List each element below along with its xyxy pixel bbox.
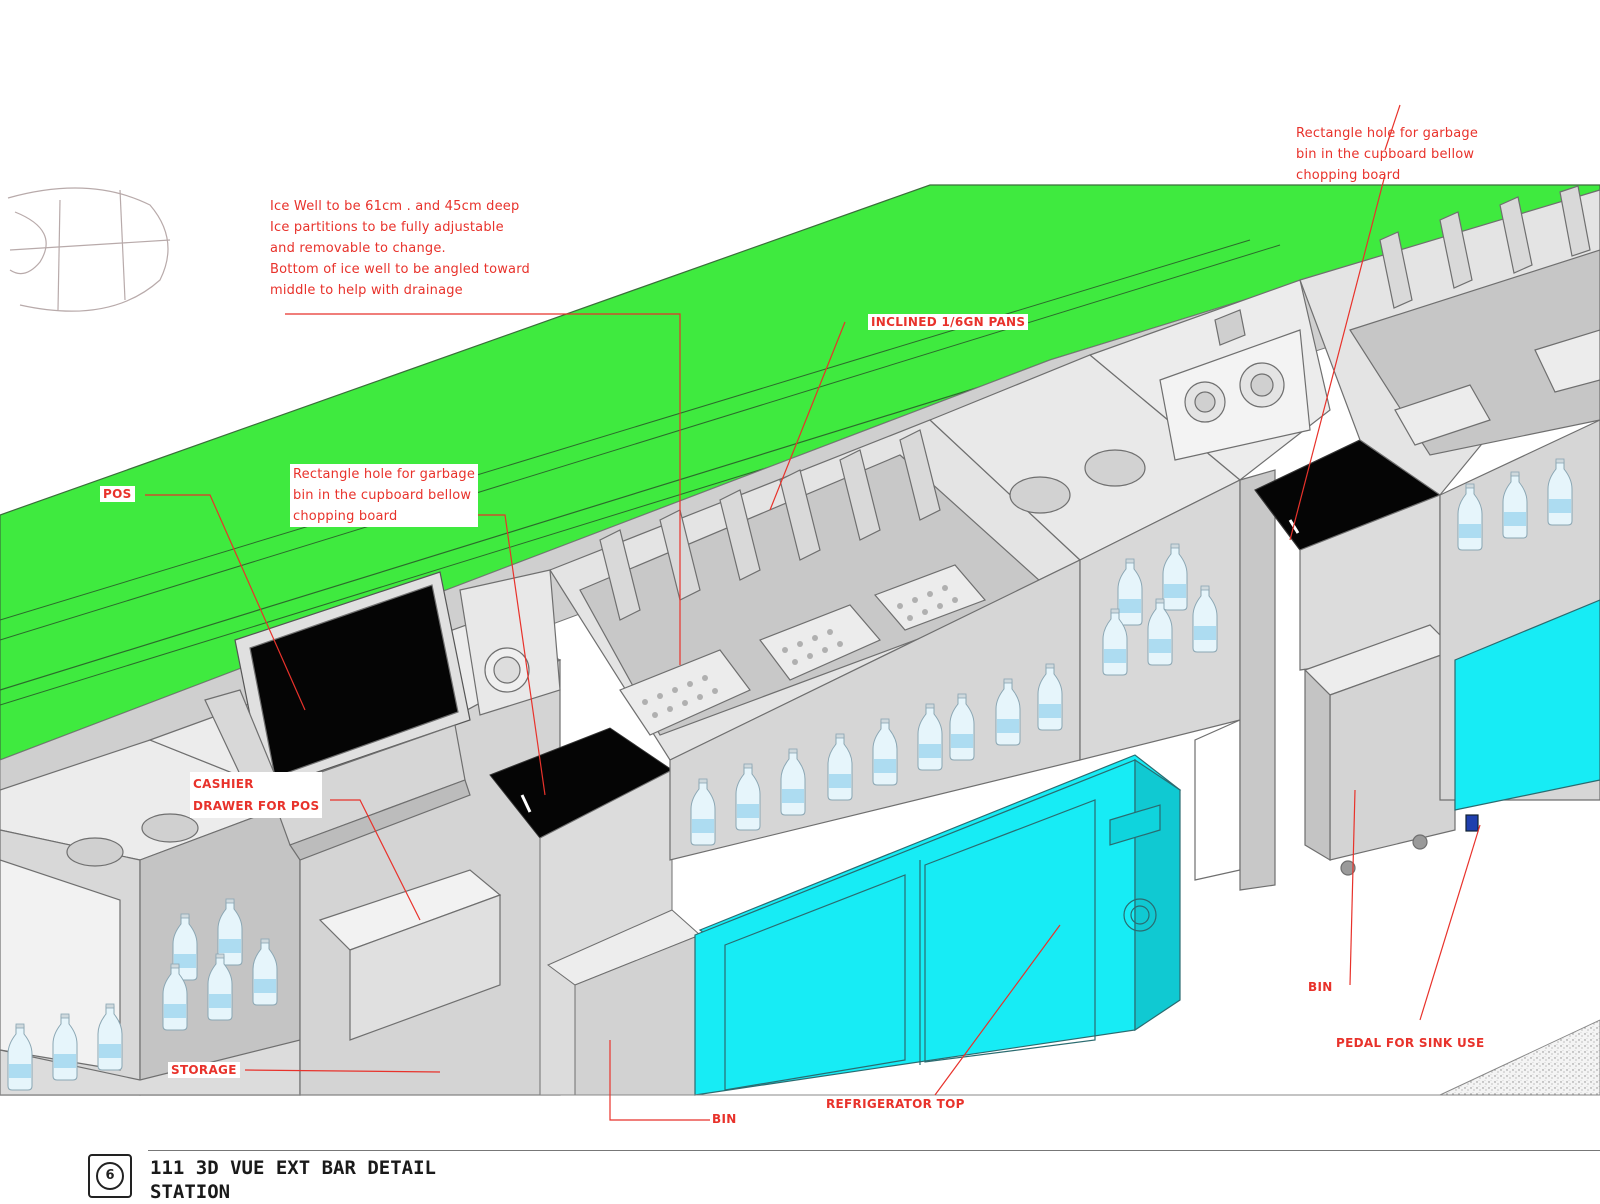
right-black-bin <box>1254 439 1479 876</box>
drawing-title-line1: 111 3D VUE EXT BAR DETAIL <box>150 1157 436 1179</box>
drawing-title: 111 3D VUE EXT BAR DETAIL STATION <box>150 1156 436 1204</box>
sketch-symbol <box>7 187 171 312</box>
title-rule <box>148 1150 1600 1151</box>
garbage-hole-note-right: Rectangle hole for garbage bin in the cu… <box>1296 126 1479 183</box>
storage-label: STORAGE <box>168 1062 240 1078</box>
refrigerator <box>694 754 1182 1096</box>
granite-floor <box>1439 1019 1600 1096</box>
cashier-drawer-label: CASHIER DRAWER FOR POS <box>190 772 323 818</box>
pedal-label: PEDAL FOR SINK USE <box>1336 1036 1485 1050</box>
left-black-bin <box>489 727 701 1096</box>
pos-station <box>148 569 562 1096</box>
bin-label-right: BIN <box>1308 980 1333 994</box>
pos-label: POS <box>100 486 135 502</box>
bin-label-center: BIN <box>712 1112 737 1126</box>
garbage-hole-note-left: Rectangle hole for garbage bin in the cu… <box>290 464 479 527</box>
view-number: 6 <box>96 1162 124 1190</box>
ice-well-station <box>549 419 1082 861</box>
ice-well-note: Ice Well to be 61cm . and 45cm deep Ice … <box>270 199 530 298</box>
view-number-symbol: 6 <box>88 1154 132 1198</box>
inclined-pans-label: INCLINED 1/6GN PANS <box>868 314 1029 330</box>
refrigerator-label: REFRIGERATOR TOP <box>826 1097 965 1111</box>
title-block: 6 111 3D VUE EXT BAR DETAIL STATION <box>88 1150 1600 1203</box>
drawing-title-line2: STATION <box>150 1181 231 1203</box>
